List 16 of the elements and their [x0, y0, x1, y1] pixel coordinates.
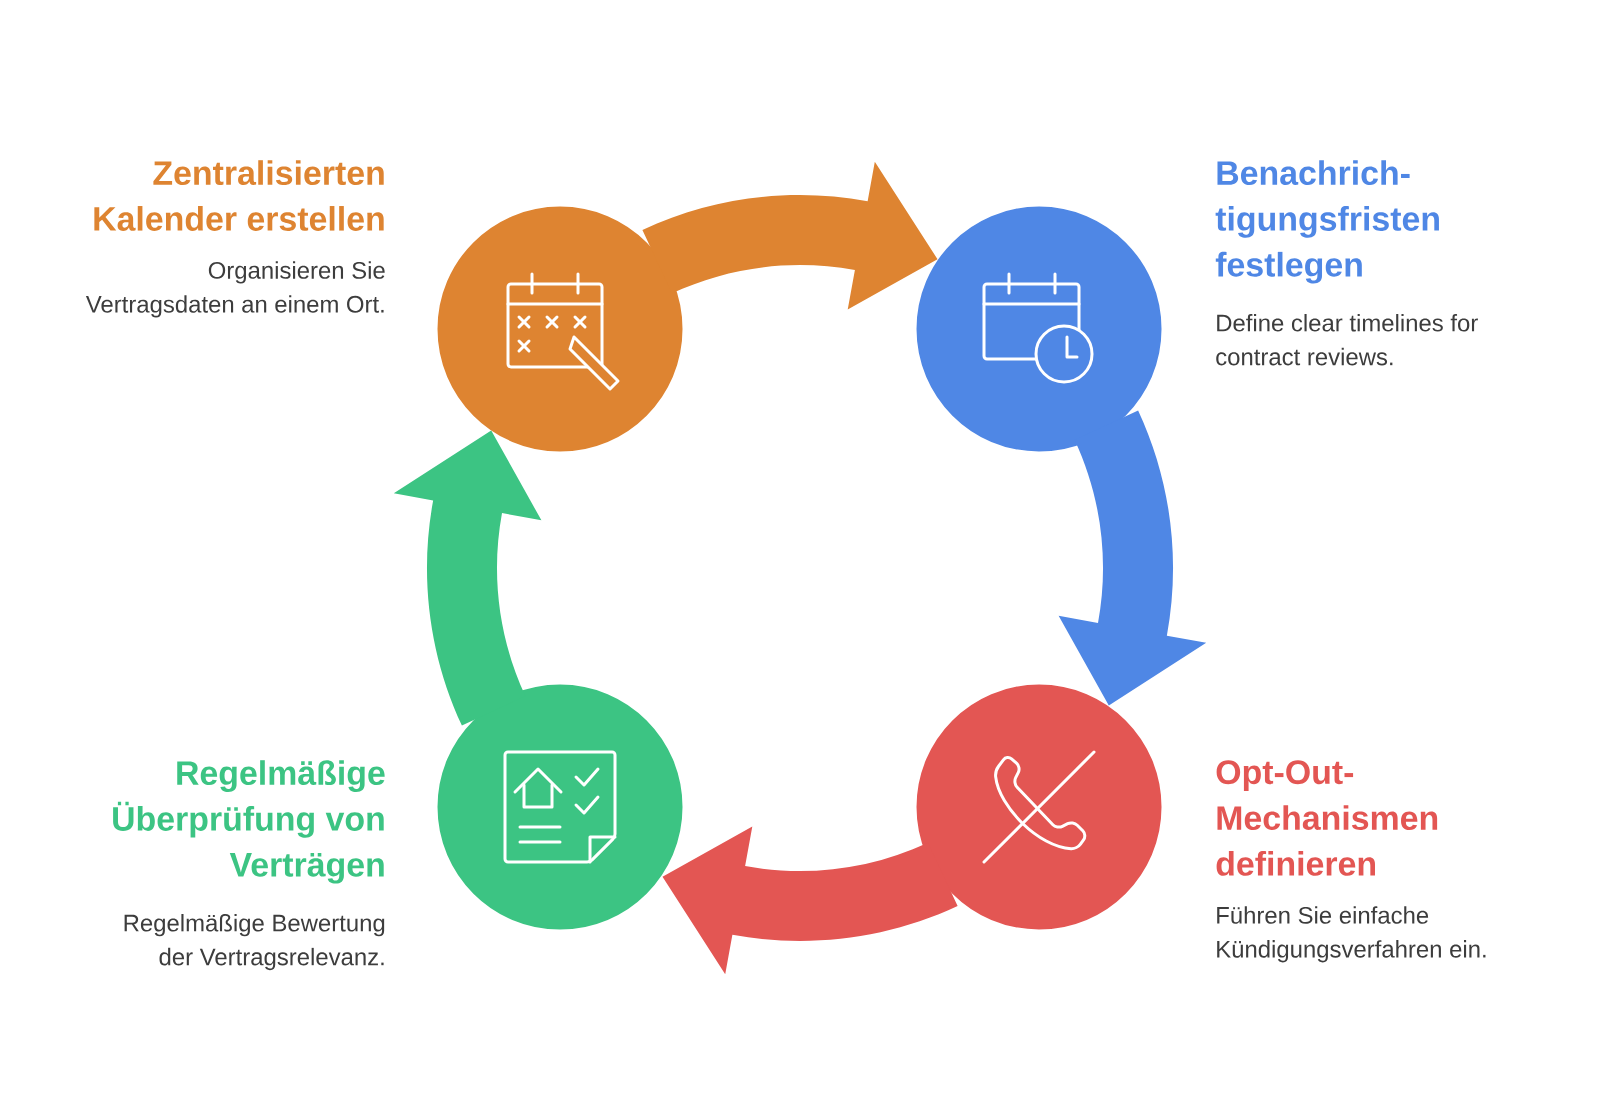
step-description: Define clear timelines for contract reviews.: [1216, 314, 1478, 366]
step-circle: [434, 203, 686, 455]
cycle-arrow: [1058, 410, 1207, 706]
step-circle: [913, 203, 1165, 455]
step-heading: Regelmäßige Überprüfung von Verträgen: [113, 760, 385, 884]
step-circle: [913, 681, 1165, 933]
step-heading: Opt-Out- Mechanismen definieren: [1216, 760, 1438, 876]
step-heading: Zentralisierten Kalender erstellen: [94, 160, 384, 231]
cycle-arrow: [642, 161, 938, 310]
step-description: Führen Sie einfache Kündigungsverfahren ein.: [1217, 906, 1486, 963]
cycle-arrow: [393, 430, 542, 726]
step-circle: [434, 681, 686, 933]
step-description: Regelmäßige Bewertung der Vertragsrelevanz.: [124, 914, 385, 971]
cycle-arrow: [662, 826, 958, 975]
step-description: Organisieren Sie Vertragsdaten an einem Ort.: [85, 261, 385, 318]
step-heading: Benachrich- tigungsfristen festlegen: [1215, 160, 1439, 284]
